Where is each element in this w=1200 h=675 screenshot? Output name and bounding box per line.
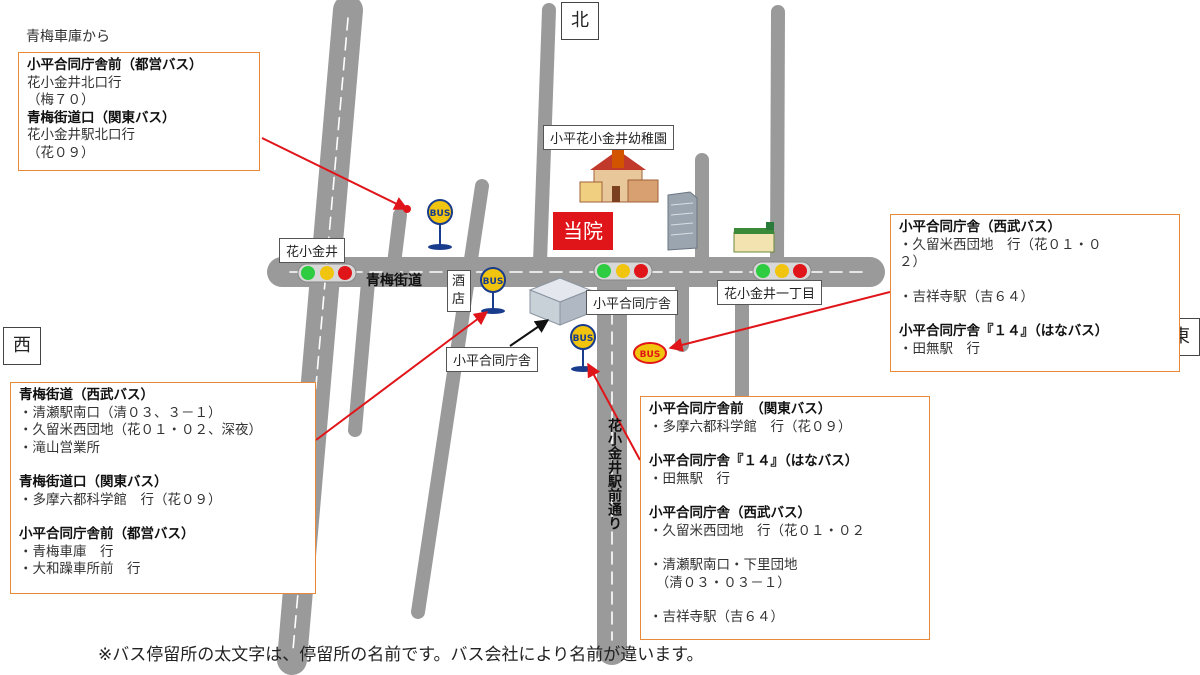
route-line: 花小金井駅北口行 bbox=[27, 127, 135, 143]
footer-note: ※バス停留所の太文字は、停留所の名前です。バス会社により名前が違います。 bbox=[98, 645, 704, 665]
traffic-signal-center bbox=[593, 261, 653, 281]
gov-building-icon bbox=[528, 277, 592, 326]
route-line: ・久留米西団地（花０１・０２、深夜） bbox=[19, 422, 262, 438]
bus-stop-name: 青梅街道口（関東バス） bbox=[19, 474, 168, 490]
route-line: ２） bbox=[899, 254, 926, 270]
bus-stop-name: 小平合同庁舎『１４』（はなバス） bbox=[899, 323, 1109, 339]
callout-bottom-middle: 小平合同庁舎前 （関東バス）・多摩六都科学館 行（花０９） 小平合同庁舎『１４』（… bbox=[640, 396, 930, 640]
bus-stop-name: 青梅街道口（関東バス） bbox=[27, 109, 176, 126]
route-line: ・田無駅 行 bbox=[649, 470, 730, 487]
callout-spacer bbox=[19, 457, 307, 474]
traffic-signal-west bbox=[297, 263, 357, 283]
arrow-gov-building bbox=[509, 319, 550, 347]
road-minor-southwest bbox=[348, 275, 375, 437]
label-hospital: 当院 bbox=[553, 212, 613, 250]
road-label-station-street: 花小金井駅前通り bbox=[606, 418, 622, 530]
road-small-north bbox=[386, 208, 407, 279]
bus-stop-name: 小平合同庁舎前（都営バス） bbox=[19, 526, 195, 542]
arrow-left bbox=[315, 311, 489, 441]
route-line: ・久留米西団地 行（花０１・０２ bbox=[649, 522, 865, 539]
kindergarten-icon bbox=[579, 150, 659, 203]
label-itchome: 花小金井一丁目 bbox=[717, 280, 823, 305]
arrow-bottom-middle bbox=[587, 362, 641, 461]
callout-spacer bbox=[899, 306, 1171, 323]
bus-stop-name: 小平合同庁舎前（都営バス） bbox=[27, 57, 203, 73]
bus-sign: BUS bbox=[430, 209, 451, 219]
route-line: ・清瀬駅南口・下里団地 bbox=[649, 557, 798, 573]
road-east-north bbox=[770, 5, 785, 269]
bus-sign: BUS bbox=[573, 334, 594, 344]
store-icon bbox=[733, 222, 775, 253]
route-line: ・田無駅 行 bbox=[899, 340, 980, 357]
callout-spacer bbox=[649, 488, 921, 505]
tall-building-icon bbox=[667, 191, 698, 251]
bus-stop-name: 青梅街道（西武バス） bbox=[19, 387, 154, 403]
bus-stop-name: 小平合同庁舎（西武バス） bbox=[649, 505, 811, 521]
route-line: ・吉祥寺駅（吉６４） bbox=[649, 609, 784, 625]
callout-spacer bbox=[649, 592, 921, 609]
route-line: （清０３・０３－１） bbox=[649, 574, 791, 591]
bus-stop-ome-kaido: BUS bbox=[480, 267, 506, 314]
bus-sign: BUS bbox=[483, 277, 504, 287]
route-line: ・多摩六都科学館 行（花０９） bbox=[649, 418, 852, 435]
route-line: （花０９） bbox=[27, 144, 95, 161]
bus-stop-name: 小平合同庁舎（西武バス） bbox=[899, 219, 1061, 235]
label-gov-building-1: 小平合同庁舎 bbox=[586, 290, 679, 315]
route-line: ・清瀬駅南口（清０３、３－１） bbox=[19, 404, 222, 421]
route-line: ・多摩六都科学館 行（花０９） bbox=[19, 491, 222, 508]
top-left-caption: 青梅車庫から bbox=[26, 29, 110, 45]
road-label-ome-kaido: 青梅街道 bbox=[366, 273, 422, 289]
label-hanakoganei: 花小金井 bbox=[279, 238, 346, 263]
road-center-west bbox=[411, 179, 489, 619]
traffic-signal-east bbox=[752, 261, 812, 281]
bus-sign: BUS bbox=[640, 350, 661, 360]
callout-left: 青梅街道（西武バス）・清瀬駅南口（清０３、３－１）・久留米西団地（花０１・０２、… bbox=[10, 382, 316, 594]
route-line: （梅７０） bbox=[27, 92, 95, 108]
callout-spacer bbox=[649, 540, 921, 557]
label-kindergarten: 小平花小金井幼稚園 bbox=[543, 125, 675, 150]
arrow-right bbox=[668, 291, 891, 352]
label-sake-shop: 酒 店 bbox=[447, 270, 471, 312]
route-line: ・青梅車庫 行 bbox=[19, 543, 114, 560]
direction-north: 北 bbox=[561, 2, 599, 40]
callout-spacer bbox=[649, 436, 921, 453]
route-line: ・久留米西団地 行（花０１・０ bbox=[899, 236, 1102, 253]
route-line: ・滝山営業所 bbox=[19, 439, 100, 456]
callout-spacer bbox=[19, 509, 307, 526]
route-line: ・大和躁車所前 行 bbox=[19, 561, 141, 577]
callout-spacer bbox=[899, 272, 1171, 289]
direction-west: 西 bbox=[3, 327, 41, 365]
bus-stop-station-street: BUS bbox=[570, 324, 596, 372]
arrow-top-left bbox=[261, 137, 409, 210]
callout-top-left: 小平合同庁舎前（都営バス）花小金井北口行（梅７０）青梅街道口（関東バス）花小金井… bbox=[18, 52, 260, 171]
bus-stop-name: 小平合同庁舎『１４』（はなバス） bbox=[649, 453, 859, 469]
route-line: 花小金井北口行 bbox=[27, 74, 122, 91]
route-line: ・吉祥寺駅（吉６４） bbox=[899, 288, 1034, 305]
bus-stop-north: BUS bbox=[427, 199, 453, 250]
label-gov-building-2: 小平合同庁舎 bbox=[446, 347, 539, 372]
bus-stop-east: BUS bbox=[633, 342, 667, 364]
bus-stop-name: 小平合同庁舎前 （関東バス） bbox=[649, 401, 832, 417]
